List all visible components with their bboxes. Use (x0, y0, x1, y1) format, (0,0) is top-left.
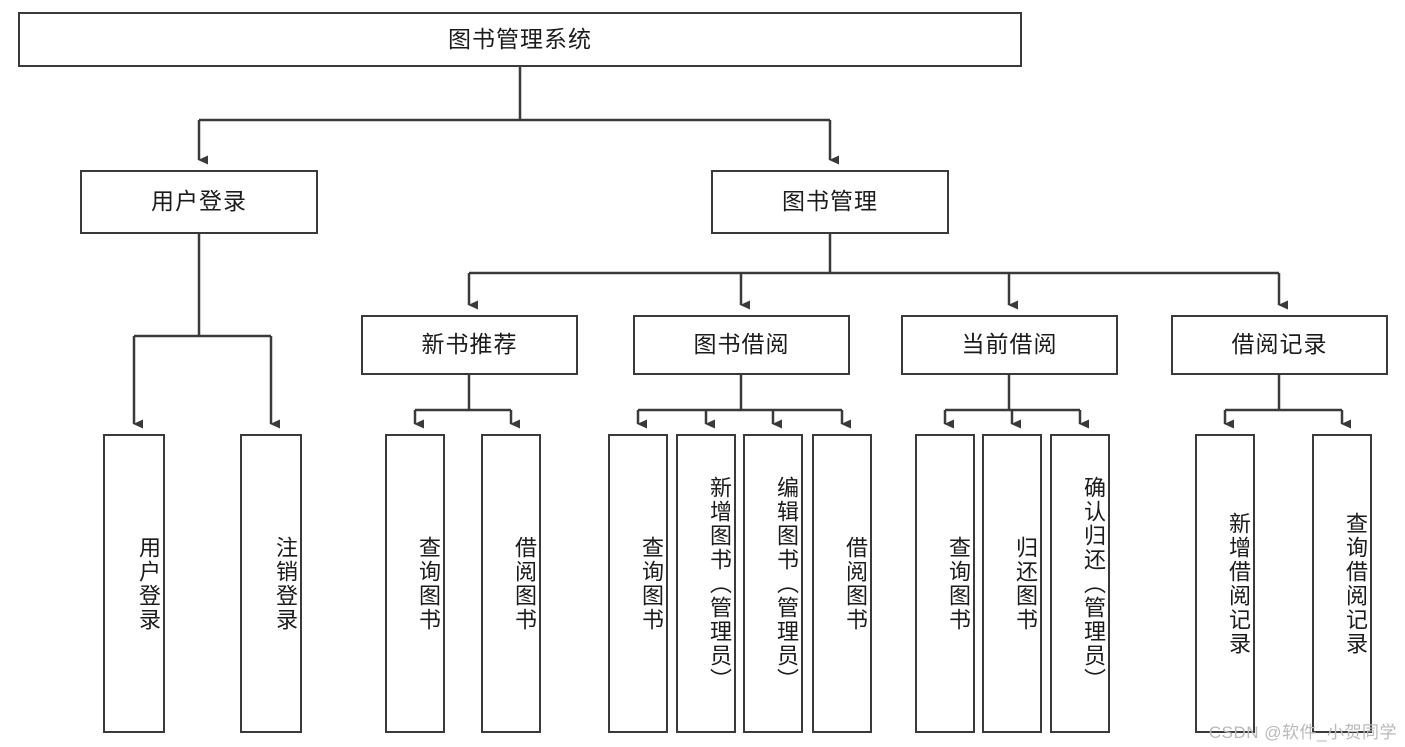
node-level3-0-label: 新书推荐 (421, 331, 518, 358)
watermark: CSDN @软件_小贺同学 (1208, 723, 1397, 742)
node-level2-1-label: 图书管理 (782, 188, 878, 215)
node-leaf-9[interactable]: 归还图书 (982, 434, 1042, 733)
node-leaf-10[interactable]: 确认归还（管理员） (1050, 434, 1110, 733)
node-leaf-10-label: 确认归还（管理员） (1081, 475, 1106, 692)
node-leaf-3-label: 借阅图书 (512, 535, 537, 632)
node-level3-3-label: 借阅记录 (1231, 331, 1328, 358)
node-leaf-8-label: 查询图书 (946, 535, 971, 632)
node-root[interactable]: 图书管理系统 (18, 12, 1022, 67)
node-level3-1[interactable]: 图书借阅 (633, 315, 850, 375)
node-leaf-3[interactable]: 借阅图书 (481, 434, 541, 733)
node-leaf-5-label: 新增图书（管理员） (707, 475, 732, 692)
node-level2-0-label: 用户登录 (151, 188, 247, 215)
node-level2-0[interactable]: 用户登录 (80, 170, 318, 234)
node-level3-2[interactable]: 当前借阅 (901, 315, 1118, 375)
node-leaf-8[interactable]: 查询图书 (915, 434, 975, 733)
node-leaf-0[interactable]: 用户登录 (103, 434, 165, 733)
node-leaf-7-label: 借阅图书 (843, 535, 868, 632)
node-leaf-2-label: 查询图书 (416, 535, 441, 632)
node-leaf-2[interactable]: 查询图书 (385, 434, 445, 733)
node-leaf-6-label: 编辑图书（管理员） (774, 475, 799, 692)
node-leaf-7[interactable]: 借阅图书 (812, 434, 872, 733)
node-leaf-5[interactable]: 新增图书（管理员） (676, 434, 736, 733)
node-leaf-11[interactable]: 新增借阅记录 (1195, 434, 1255, 733)
node-leaf-4-label: 查询图书 (639, 535, 664, 632)
node-leaf-0-label: 用户登录 (136, 535, 161, 632)
node-level2-1[interactable]: 图书管理 (711, 170, 949, 234)
node-leaf-11-label: 新增借阅记录 (1226, 511, 1251, 656)
node-root-label: 图书管理系统 (448, 25, 592, 52)
node-leaf-6[interactable]: 编辑图书（管理员） (743, 434, 803, 733)
node-level3-1-label: 图书借阅 (693, 331, 790, 358)
node-leaf-4[interactable]: 查询图书 (608, 434, 668, 733)
node-level3-2-label: 当前借阅 (961, 331, 1058, 358)
node-leaf-12[interactable]: 查询借阅记录 (1312, 434, 1372, 733)
node-level3-3[interactable]: 借阅记录 (1171, 315, 1388, 375)
node-leaf-12-label: 查询借阅记录 (1343, 511, 1368, 656)
node-leaf-1[interactable]: 注销登录 (240, 434, 302, 733)
node-level3-0[interactable]: 新书推荐 (361, 315, 578, 375)
node-leaf-9-label: 归还图书 (1013, 535, 1038, 632)
node-leaf-1-label: 注销登录 (273, 535, 298, 632)
